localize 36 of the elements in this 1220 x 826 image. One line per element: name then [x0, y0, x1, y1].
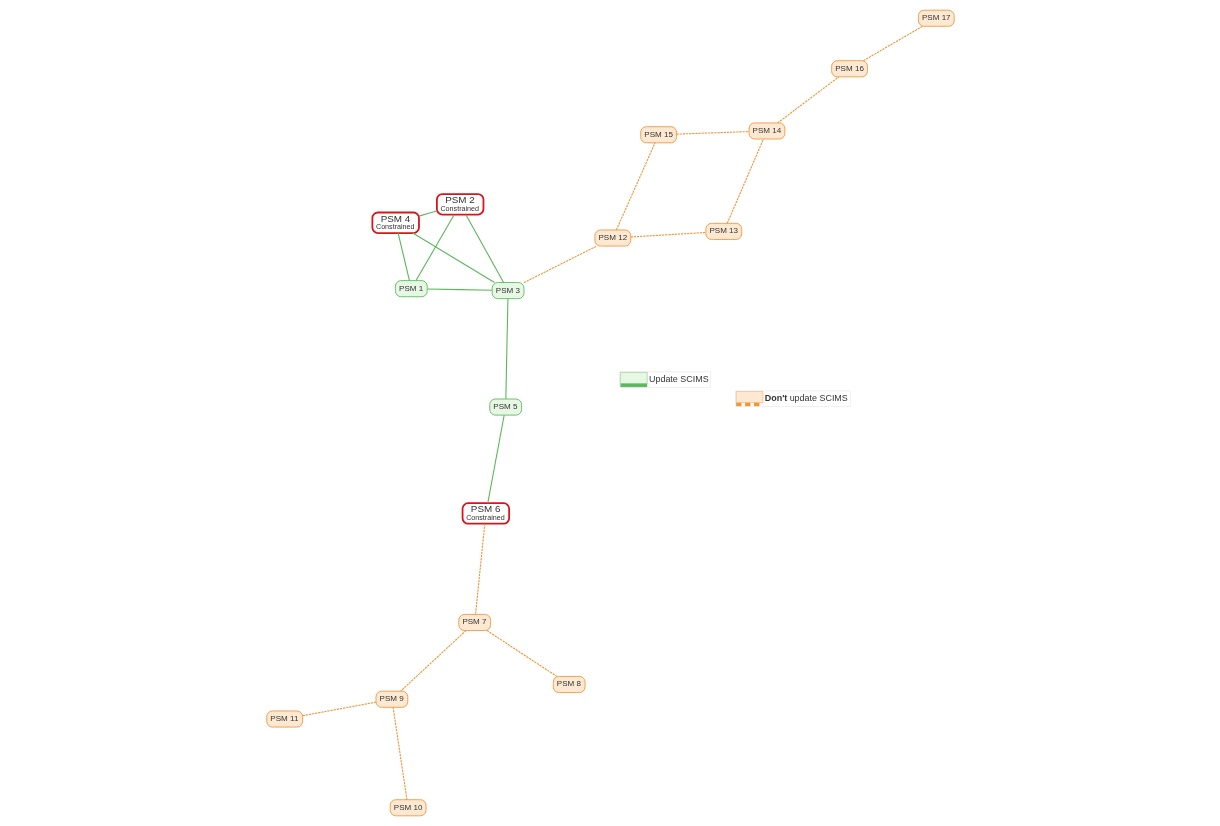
node-box: PSM 9: [375, 690, 408, 708]
node-box: PSM 1: [394, 280, 428, 298]
legend-label: Update SCIMS: [648, 374, 709, 385]
node-box: PSM 11: [265, 710, 303, 728]
connector: [411, 232, 495, 283]
node-box: PSM 8: [552, 676, 586, 693]
legend-label: Don't update SCIMS: [764, 392, 848, 403]
connector: [474, 523, 485, 615]
node-box: PSM 3: [491, 282, 524, 300]
connector: [522, 245, 597, 284]
node-box: PSM 15: [639, 126, 677, 144]
connector: [426, 288, 493, 291]
node-box: PSM 7: [457, 613, 491, 631]
connector: [776, 76, 839, 124]
node-box: PSM 14: [748, 122, 785, 140]
connector: [615, 142, 656, 231]
connector: [464, 214, 504, 283]
node-box: PSM 5: [488, 398, 522, 416]
connector: [392, 706, 407, 801]
connector: [862, 25, 923, 62]
connector: [414, 214, 455, 282]
connector: [629, 231, 706, 238]
connector: [399, 630, 467, 692]
node-box: PSM 16: [830, 60, 868, 78]
node-box: PSM 12: [593, 229, 631, 247]
node-box: PSM 10: [389, 799, 426, 817]
node-box: PSM 13: [704, 222, 742, 240]
connector: [301, 701, 376, 717]
connector: [486, 414, 505, 504]
connector: [486, 630, 557, 677]
connector: [726, 138, 764, 224]
node-box: PSM 17: [917, 9, 955, 27]
connector: [504, 298, 508, 400]
connector: [397, 232, 410, 282]
connector: [417, 210, 437, 217]
connector: [675, 131, 749, 135]
